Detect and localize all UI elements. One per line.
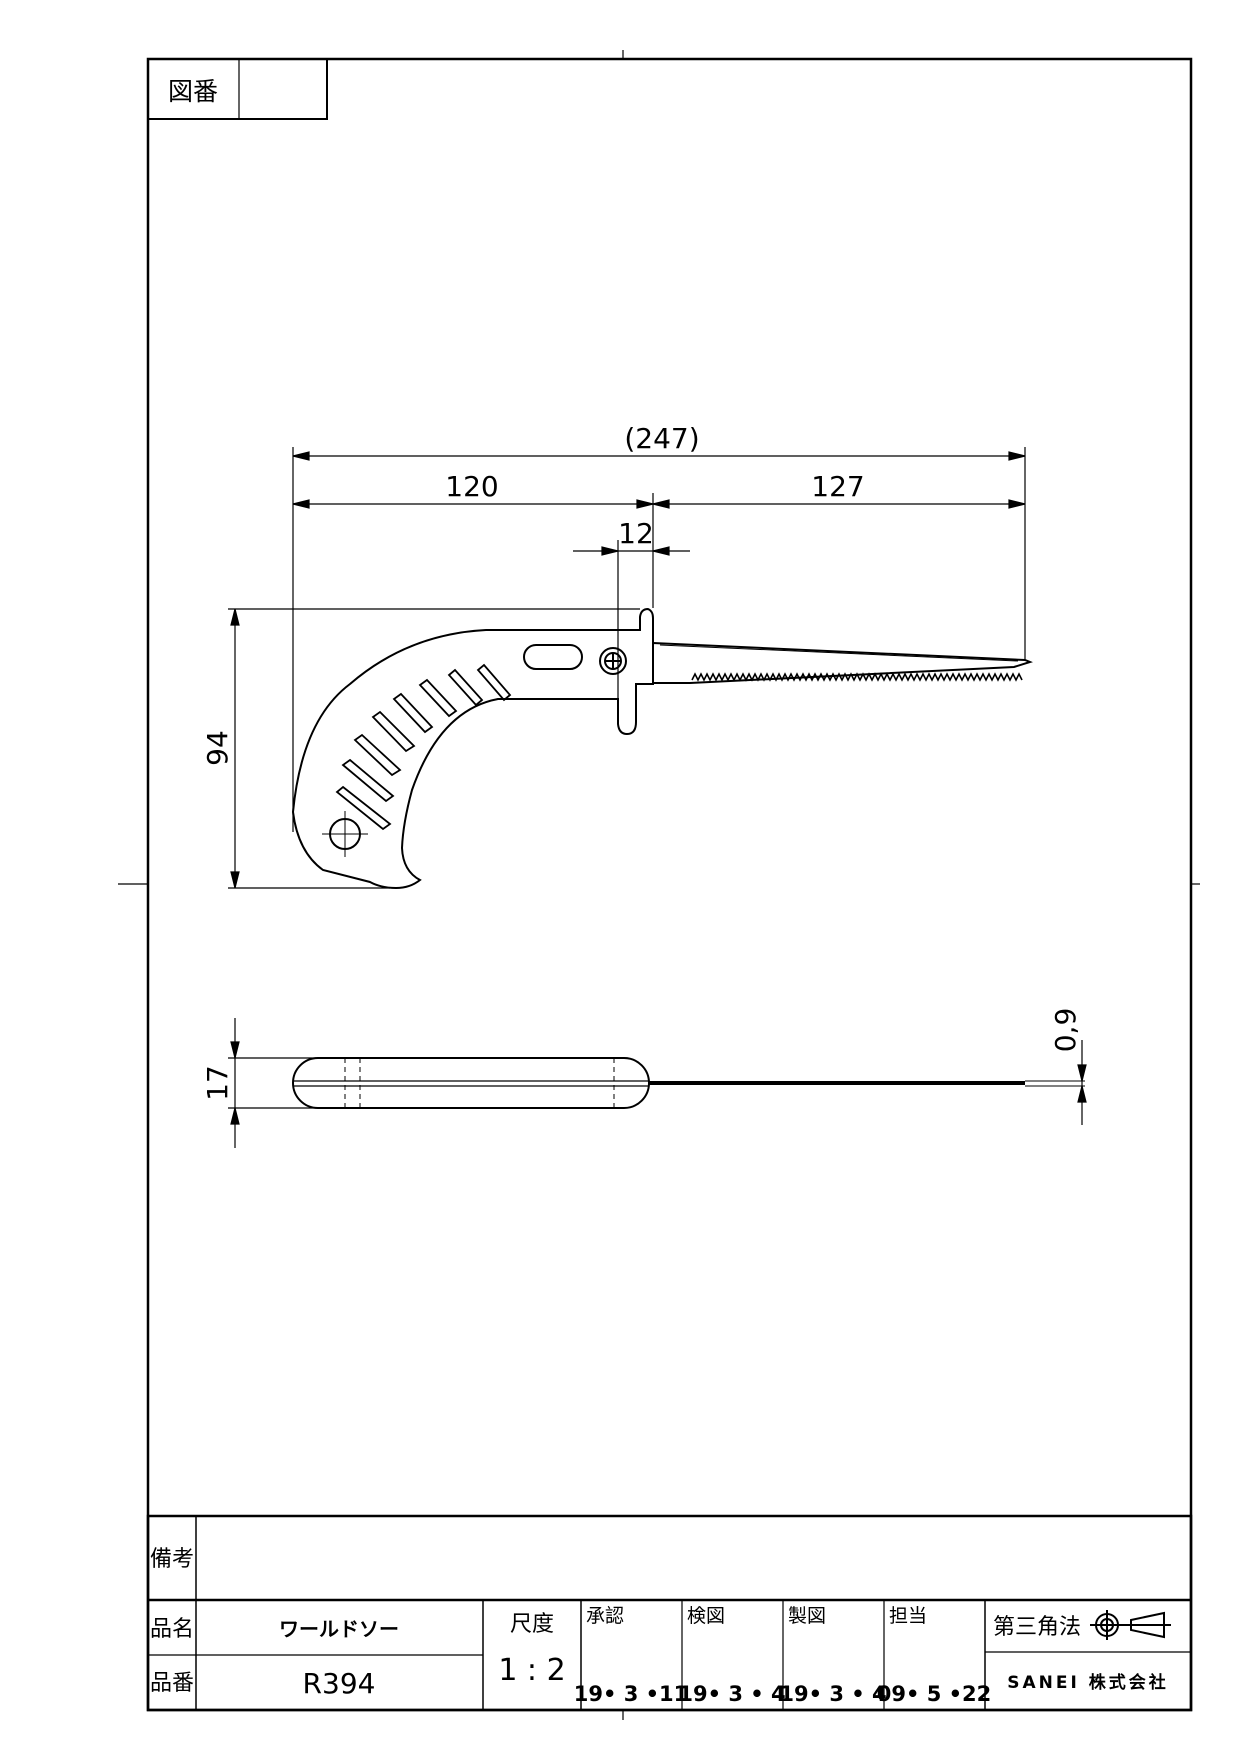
saw-side-view (292, 1057, 1085, 1109)
third-angle-projection-icon (1090, 1610, 1171, 1640)
drafting-date: 19• 3 • 4 (779, 1682, 886, 1706)
inspection-date: 19• 3 • 4 (678, 1682, 785, 1706)
title-block (146, 1514, 1193, 1712)
product-name-label: 品名 (150, 1617, 194, 1642)
company-name: SANEI 株式会社 (1007, 1672, 1168, 1693)
dim-blade-length: 127 (811, 470, 864, 503)
inspection-label: 検図 (687, 1605, 725, 1627)
dim-handle-thickness: 17 (201, 1065, 234, 1101)
approval-label: 承認 (586, 1605, 624, 1627)
dim-guard-width: 12 (618, 517, 654, 550)
blade-teeth (691, 672, 1023, 682)
product-code: R394 (303, 1667, 376, 1700)
product-code-label: 品番 (150, 1671, 194, 1696)
approval-date: 19• 3 •11 (574, 1682, 689, 1706)
front-view-dimensions (228, 447, 1026, 889)
charge-date: 09• 5 •22 (877, 1682, 992, 1706)
hang-hole (322, 811, 368, 857)
drafting-label: 製図 (788, 1605, 826, 1627)
side-view-dimensions (228, 1018, 1087, 1148)
handle-outline (291, 607, 654, 890)
handle-slot (523, 644, 583, 670)
dim-height: 94 (201, 730, 234, 766)
sheet-frame (118, 50, 1200, 1720)
dim-blade-thickness: 0,9 (1049, 1008, 1082, 1053)
charge-label: 担当 (889, 1605, 927, 1627)
scale-label: 尺度 (510, 1612, 554, 1637)
scale-value: 1 : 2 (498, 1653, 565, 1688)
remarks-label: 備考 (150, 1547, 194, 1572)
handle-side-outline (292, 1057, 650, 1109)
screw-icon (599, 647, 627, 675)
grip-ribs (335, 663, 512, 831)
product-name: ワールドソー (279, 1617, 399, 1641)
projection-label: 第三角法 (993, 1615, 1081, 1640)
drawing-number-label: 図番 (168, 77, 218, 106)
drawing-number-box: 図番 (147, 58, 328, 120)
saw-front-view (291, 607, 1033, 890)
blade-outline (652, 641, 1033, 684)
blade-side-outline (649, 1081, 1025, 1085)
dim-handle-length: 120 (445, 470, 498, 503)
dim-total-length: (247) (624, 422, 699, 455)
